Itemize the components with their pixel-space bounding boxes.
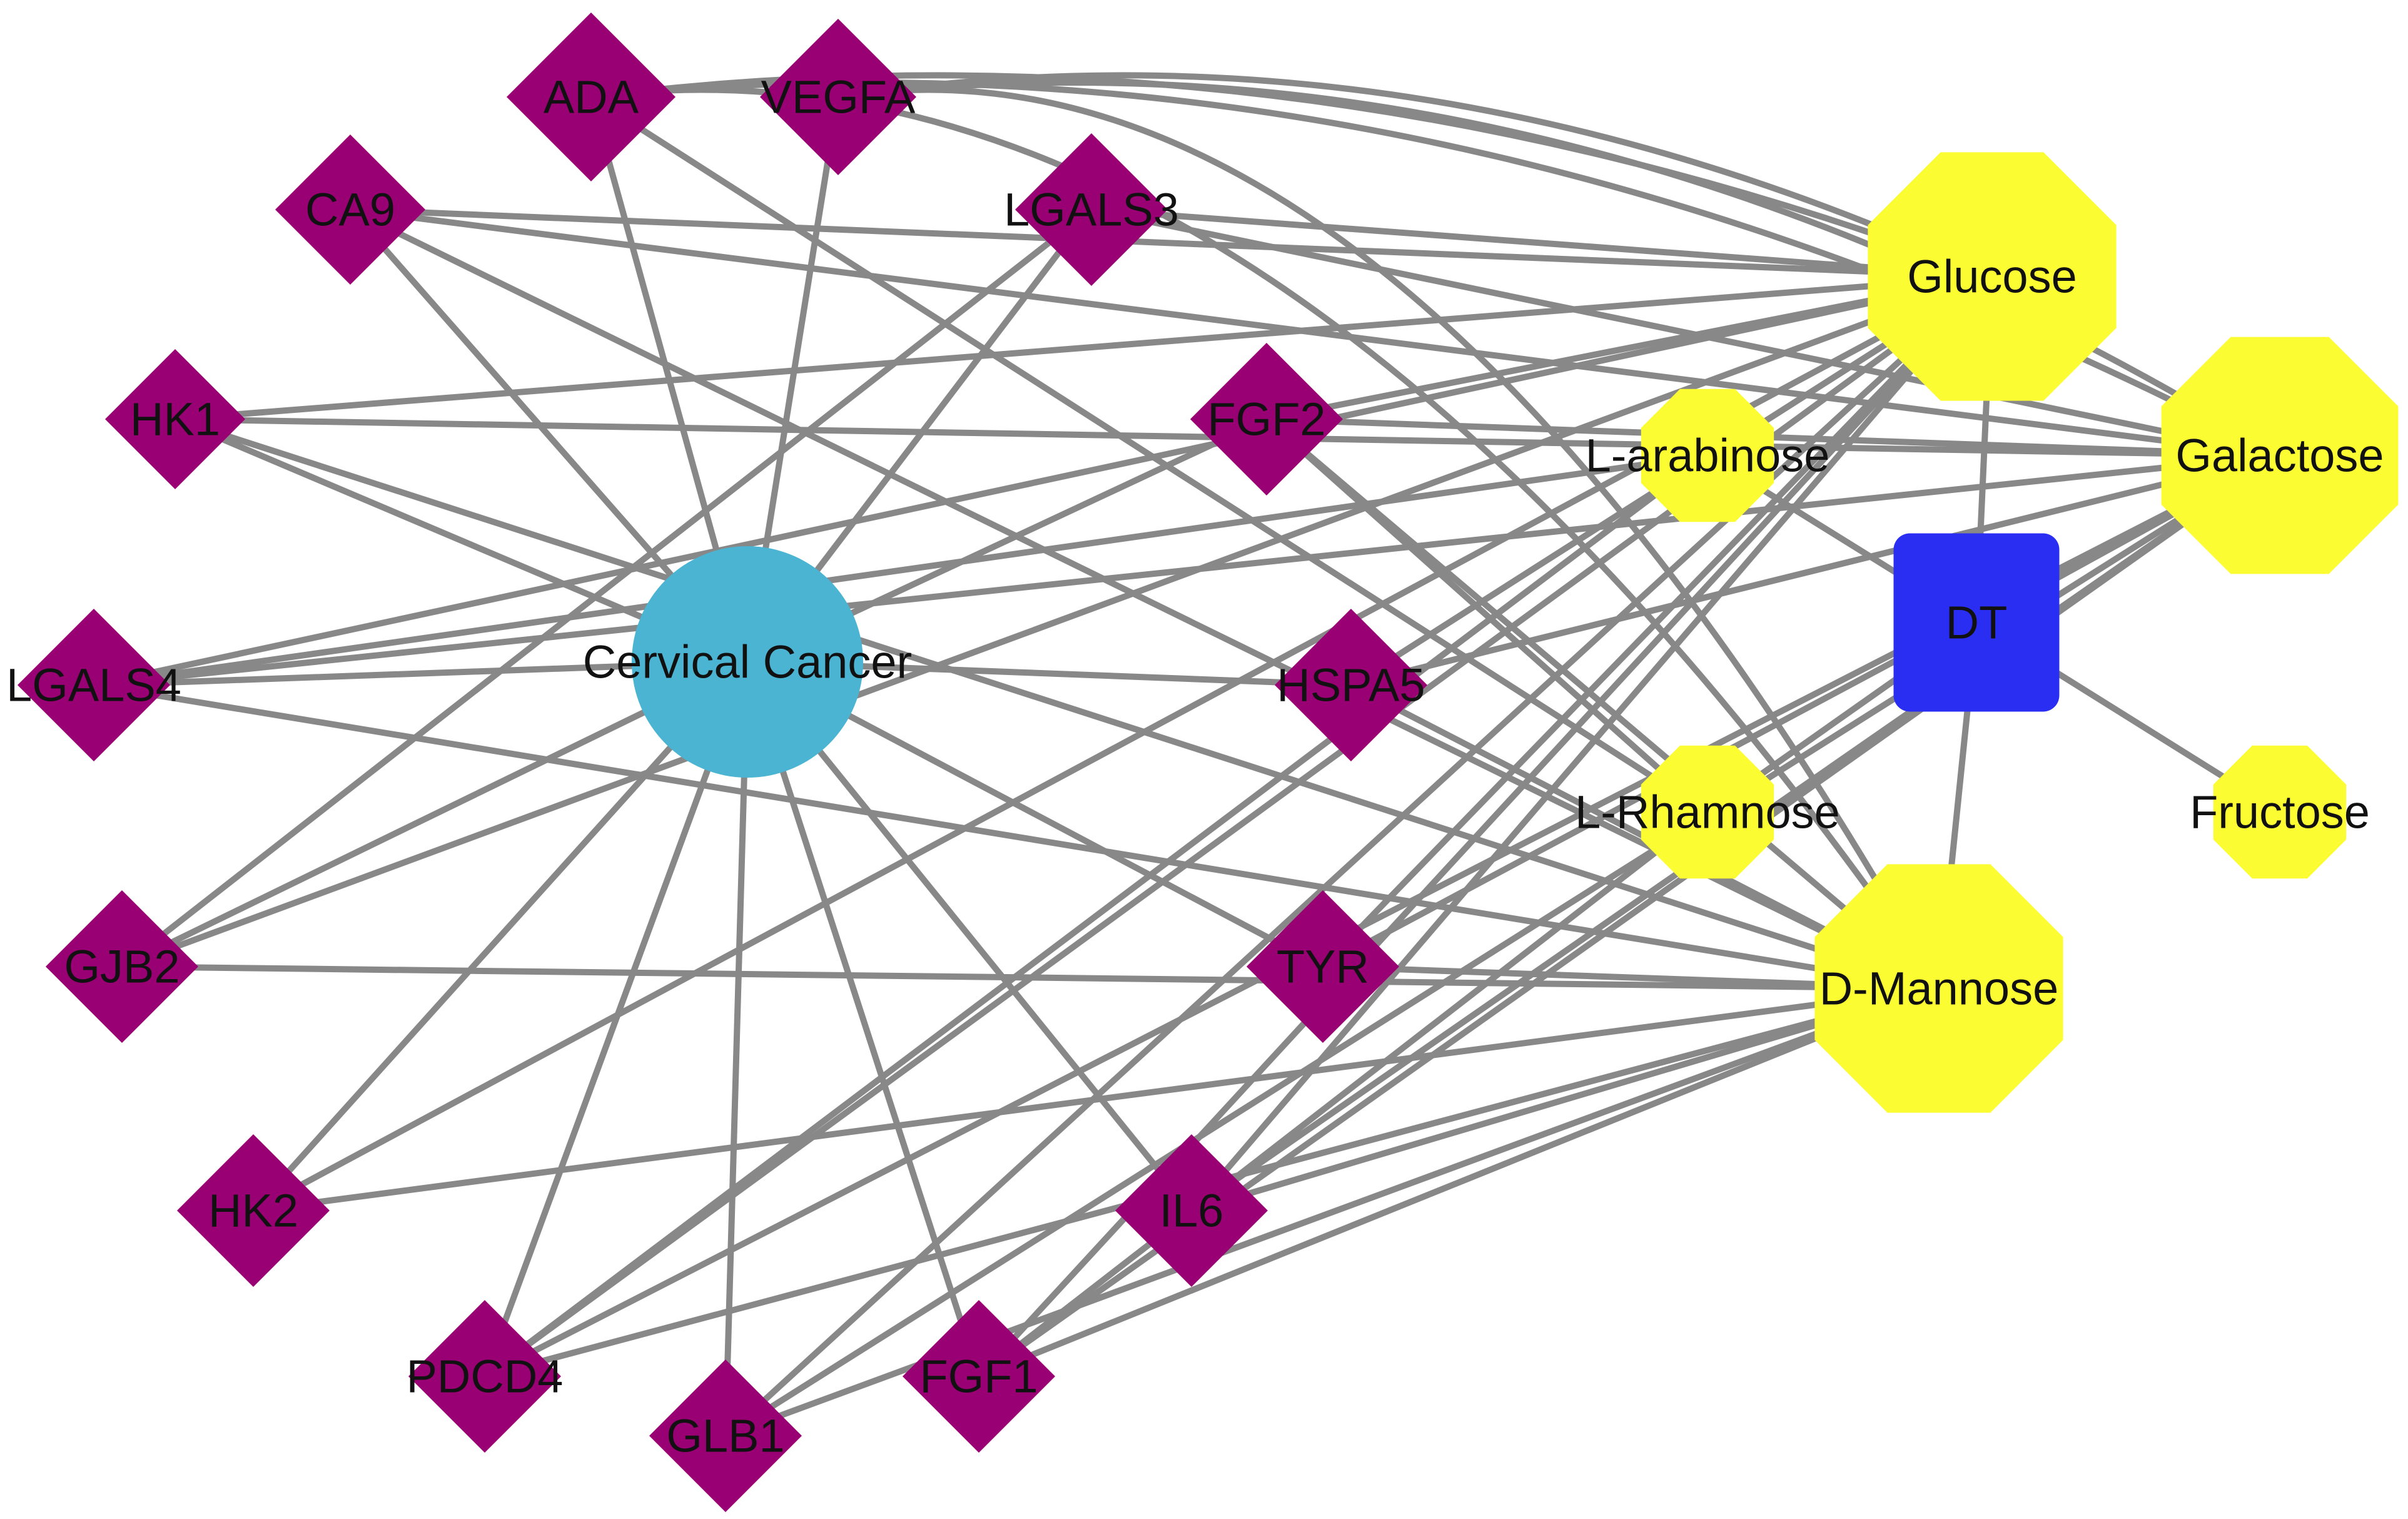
node-label: Fructose [2190, 786, 2370, 838]
edge-vegfa-glucose [835, 72, 1995, 280]
node-il6[interactable]: IL6 [1115, 1134, 1268, 1287]
gene-diamond [649, 1359, 802, 1512]
node-galactose[interactable]: Galactose [2161, 337, 2399, 574]
edge-cervicalcancer-hk2 [250, 659, 751, 1214]
component-octagon [1641, 389, 1774, 522]
edge-vegfa-dmannose [835, 86, 1942, 992]
node-label: TYR [1277, 941, 1369, 993]
edge-ada-lrhamnose [588, 94, 1711, 815]
node-lrhamnose[interactable]: L-Rhamnose [1575, 745, 1840, 879]
edge-hk1-glucose [172, 273, 1995, 422]
node-label: L-arabinose [1586, 430, 1830, 482]
edge-fgf2-lrhamnose [1263, 416, 1711, 815]
node-label: FGF2 [1207, 394, 1325, 445]
disease-circle [632, 546, 863, 778]
gene-diamond [408, 1300, 561, 1453]
edge-lgals4-larabinose [91, 452, 1711, 688]
node-label: Glucose [1907, 251, 2077, 303]
edge-lgals3-glucose [1088, 206, 1995, 280]
node-label: ADA [544, 71, 639, 123]
edge-lgals4-glucose [91, 273, 1995, 688]
node-label: VEGFA [761, 71, 916, 123]
gene-diamond [1190, 343, 1343, 495]
node-dt[interactable]: DT [1893, 533, 2060, 712]
node-glucose[interactable]: Glucose [1868, 152, 2117, 401]
node-label: HK2 [208, 1185, 298, 1237]
node-label: GJB2 [64, 941, 180, 993]
edge-glb1-glucose [722, 273, 1995, 1439]
herb-square [1893, 533, 2060, 712]
node-label: IL6 [1160, 1185, 1224, 1237]
node-label: FGF1 [919, 1351, 1038, 1403]
component-octagon [2161, 337, 2399, 574]
node-fgf2[interactable]: FGF2 [1190, 343, 1343, 495]
node-label: LGALS3 [1004, 184, 1179, 236]
edge-il6-dmannose [1188, 985, 1942, 1214]
node-ca9[interactable]: CA9 [275, 135, 425, 285]
edge-cervicalcancer-il6 [744, 659, 1195, 1214]
node-label: L-Rhamnose [1575, 786, 1840, 838]
node-label: GLB1 [666, 1410, 784, 1462]
gene-diamond [18, 609, 170, 761]
node-label: Cervical Cancer [583, 636, 912, 688]
node-fgf1[interactable]: FGF1 [903, 1300, 1055, 1453]
node-gjb2[interactable]: GJB2 [46, 890, 198, 1043]
node-label: D-Mannose [1819, 963, 2059, 1015]
gene-diamond [177, 1134, 330, 1287]
edge-lgals4-dmannose [91, 682, 1942, 992]
component-octagon [2213, 745, 2347, 879]
node-label: Galactose [2175, 430, 2384, 482]
node-hk2[interactable]: HK2 [177, 1134, 330, 1287]
edge-hspa5-galactose [1348, 452, 2283, 688]
edge-lgals3-gjb2 [119, 206, 1095, 970]
edge-cervicalcancer-gjb2 [119, 659, 751, 970]
node-ada[interactable]: ADA [507, 13, 675, 181]
node-label: HSPA5 [1277, 659, 1425, 711]
gene-diamond [275, 135, 425, 285]
node-label: HK1 [130, 394, 220, 445]
gene-diamond [1015, 133, 1168, 286]
node-fructose[interactable]: Fructose [2190, 745, 2370, 879]
edge-lgals3-galactose [1088, 206, 2283, 459]
node-pdcd4[interactable]: PDCD4 [407, 1300, 564, 1453]
node-label: CA9 [305, 184, 395, 236]
gene-diamond [903, 1300, 1055, 1453]
edge-tyr-glucose [1320, 273, 1995, 970]
edge-lgals4-galactose [91, 452, 2283, 688]
node-hspa5[interactable]: HSPA5 [1275, 609, 1427, 761]
node-vegfa[interactable]: VEGFA [760, 19, 916, 175]
node-lgals3[interactable]: LGALS3 [1004, 133, 1179, 286]
node-hk1[interactable]: HK1 [105, 349, 245, 489]
edge-ca9-glucose [347, 206, 1995, 280]
component-octagon [1814, 864, 2063, 1113]
node-label: LGALS4 [6, 659, 181, 711]
edge-cervicalcancer-glb1 [722, 659, 751, 1439]
node-glb1[interactable]: GLB1 [649, 1359, 802, 1512]
gene-diamond [507, 13, 675, 181]
node-cervicalcancer[interactable]: Cervical Cancer [583, 546, 912, 778]
gene-diamond [1275, 609, 1427, 761]
gene-diamond [1247, 890, 1399, 1043]
node-dmannose[interactable]: D-Mannose [1814, 864, 2063, 1113]
gene-diamond [1115, 1134, 1268, 1287]
gene-diamond [760, 19, 916, 175]
node-label: DT [1946, 597, 2008, 649]
node-tyr[interactable]: TYR [1247, 890, 1399, 1043]
node-lgals4[interactable]: LGALS4 [6, 609, 181, 761]
edge-fgf1-lrhamnose [976, 809, 1711, 1379]
edge-fgf2-dmannose [1263, 416, 1942, 992]
node-larabinose[interactable]: L-arabinose [1586, 389, 1830, 522]
node-label: PDCD4 [407, 1351, 564, 1403]
gene-diamond [46, 890, 198, 1043]
gene-diamond [105, 349, 245, 489]
edge-pdcd4-larabinose [482, 452, 1711, 1379]
edge-fgf1-dmannose [976, 985, 1942, 1379]
component-octagon [1641, 745, 1774, 879]
component-octagon [1868, 152, 2117, 401]
